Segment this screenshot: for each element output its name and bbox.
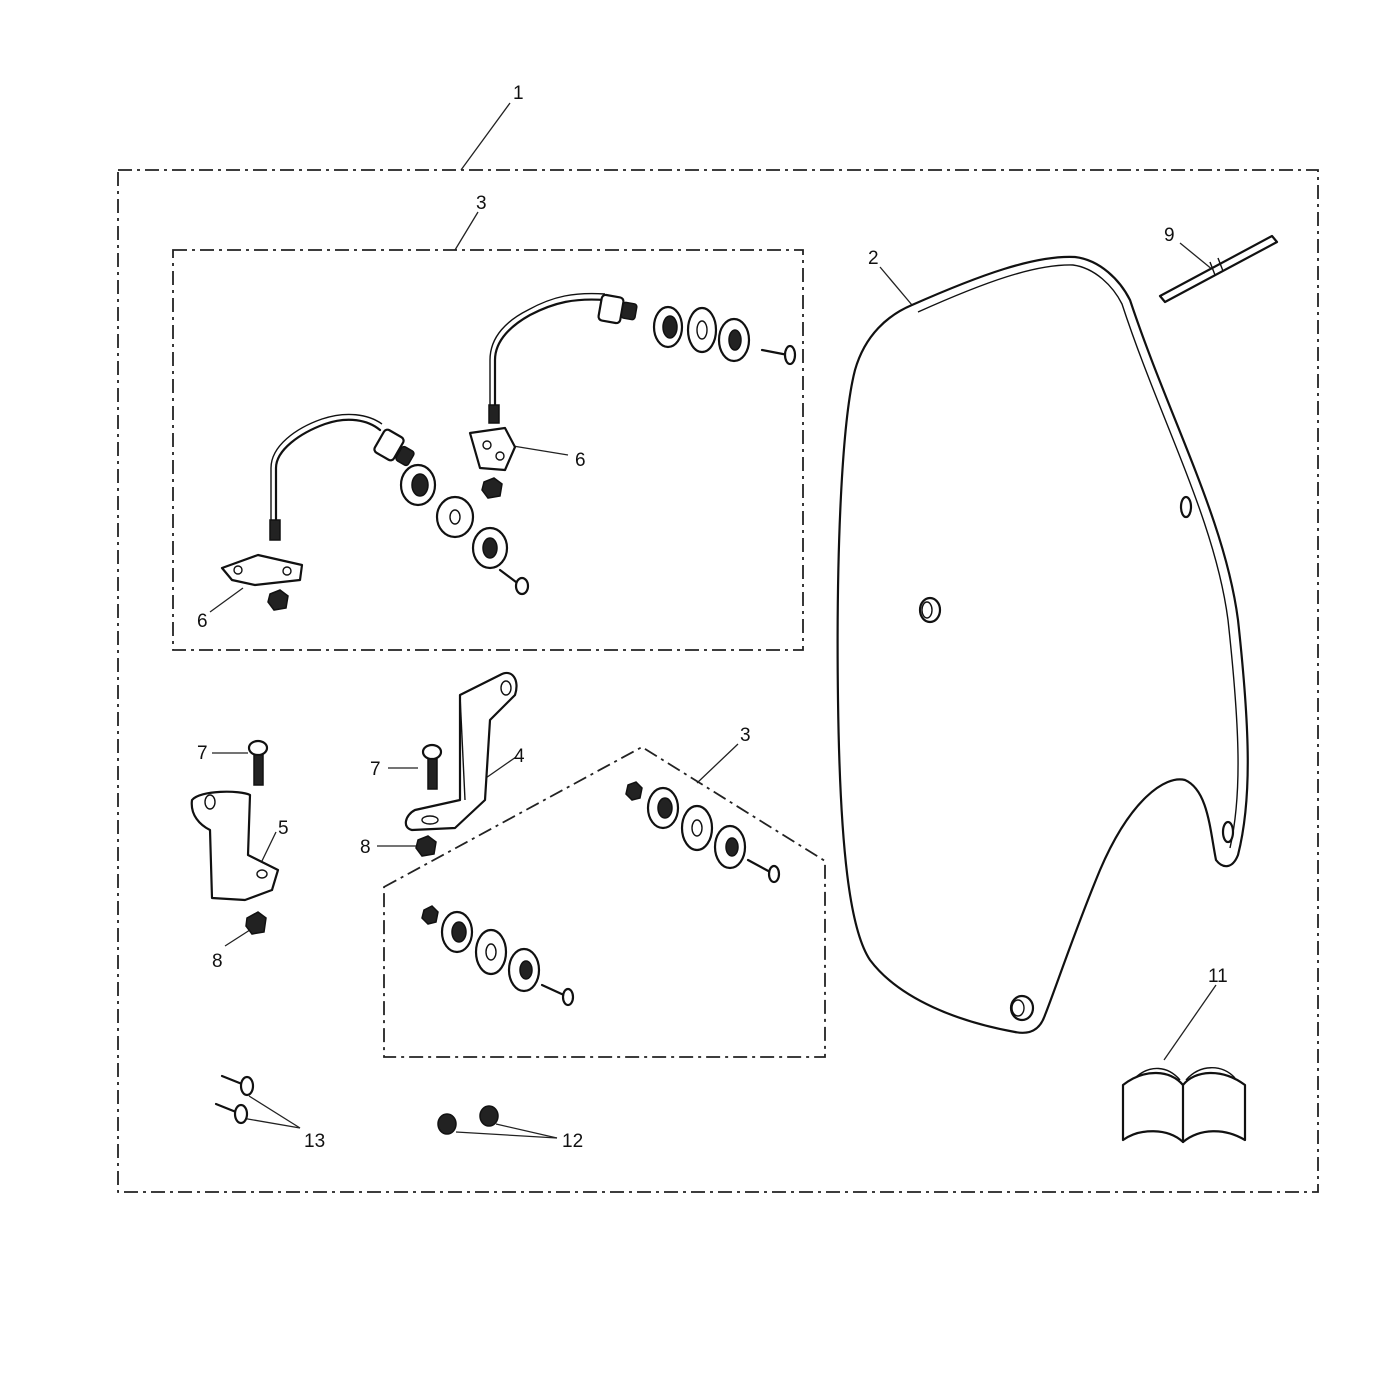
callout-3-upper: 3 bbox=[476, 193, 487, 214]
callout-9: 9 bbox=[1164, 225, 1175, 246]
callout-labels: 1 2 3 3 4 5 6 6 7 7 8 8 9 11 12 13 bbox=[197, 83, 1228, 1152]
nuts-part-12 bbox=[437, 1105, 499, 1135]
leader-lines bbox=[209, 102, 1217, 1139]
bracket-part-4 bbox=[404, 671, 518, 832]
callout-1: 1 bbox=[513, 83, 524, 104]
callout-7-left: 7 bbox=[197, 743, 208, 764]
upper-brackets bbox=[220, 426, 517, 611]
nuts-part-8 bbox=[245, 835, 437, 935]
instructions-book-icon bbox=[1121, 1067, 1247, 1144]
strip-part bbox=[1158, 234, 1279, 304]
upper-fixings bbox=[399, 305, 797, 596]
callout-7-right: 7 bbox=[370, 759, 381, 780]
callout-5: 5 bbox=[278, 818, 289, 839]
callout-8-left: 8 bbox=[212, 951, 223, 972]
callout-11: 11 bbox=[1208, 966, 1228, 987]
callout-13: 13 bbox=[304, 1131, 325, 1152]
screen-part bbox=[836, 255, 1249, 1034]
callout-4: 4 bbox=[514, 746, 525, 767]
upper-fixing-kit-boundary bbox=[172, 249, 804, 651]
lower-fixing-kit-boundary bbox=[383, 745, 826, 1058]
screws-part-13 bbox=[214, 1074, 255, 1125]
callout-8-right: 8 bbox=[360, 837, 371, 858]
bracket-part-5 bbox=[190, 790, 280, 902]
callout-12: 12 bbox=[562, 1131, 583, 1152]
callout-6-left: 6 bbox=[197, 611, 208, 632]
callout-6-right: 6 bbox=[575, 450, 586, 471]
callout-2: 2 bbox=[868, 248, 879, 269]
callout-3-lower: 3 bbox=[740, 725, 751, 746]
bolts-part-7 bbox=[247, 739, 443, 790]
upper-mounting-rods bbox=[269, 292, 638, 541]
lower-fixings bbox=[421, 781, 781, 1007]
kit-boundary bbox=[117, 169, 1319, 1193]
